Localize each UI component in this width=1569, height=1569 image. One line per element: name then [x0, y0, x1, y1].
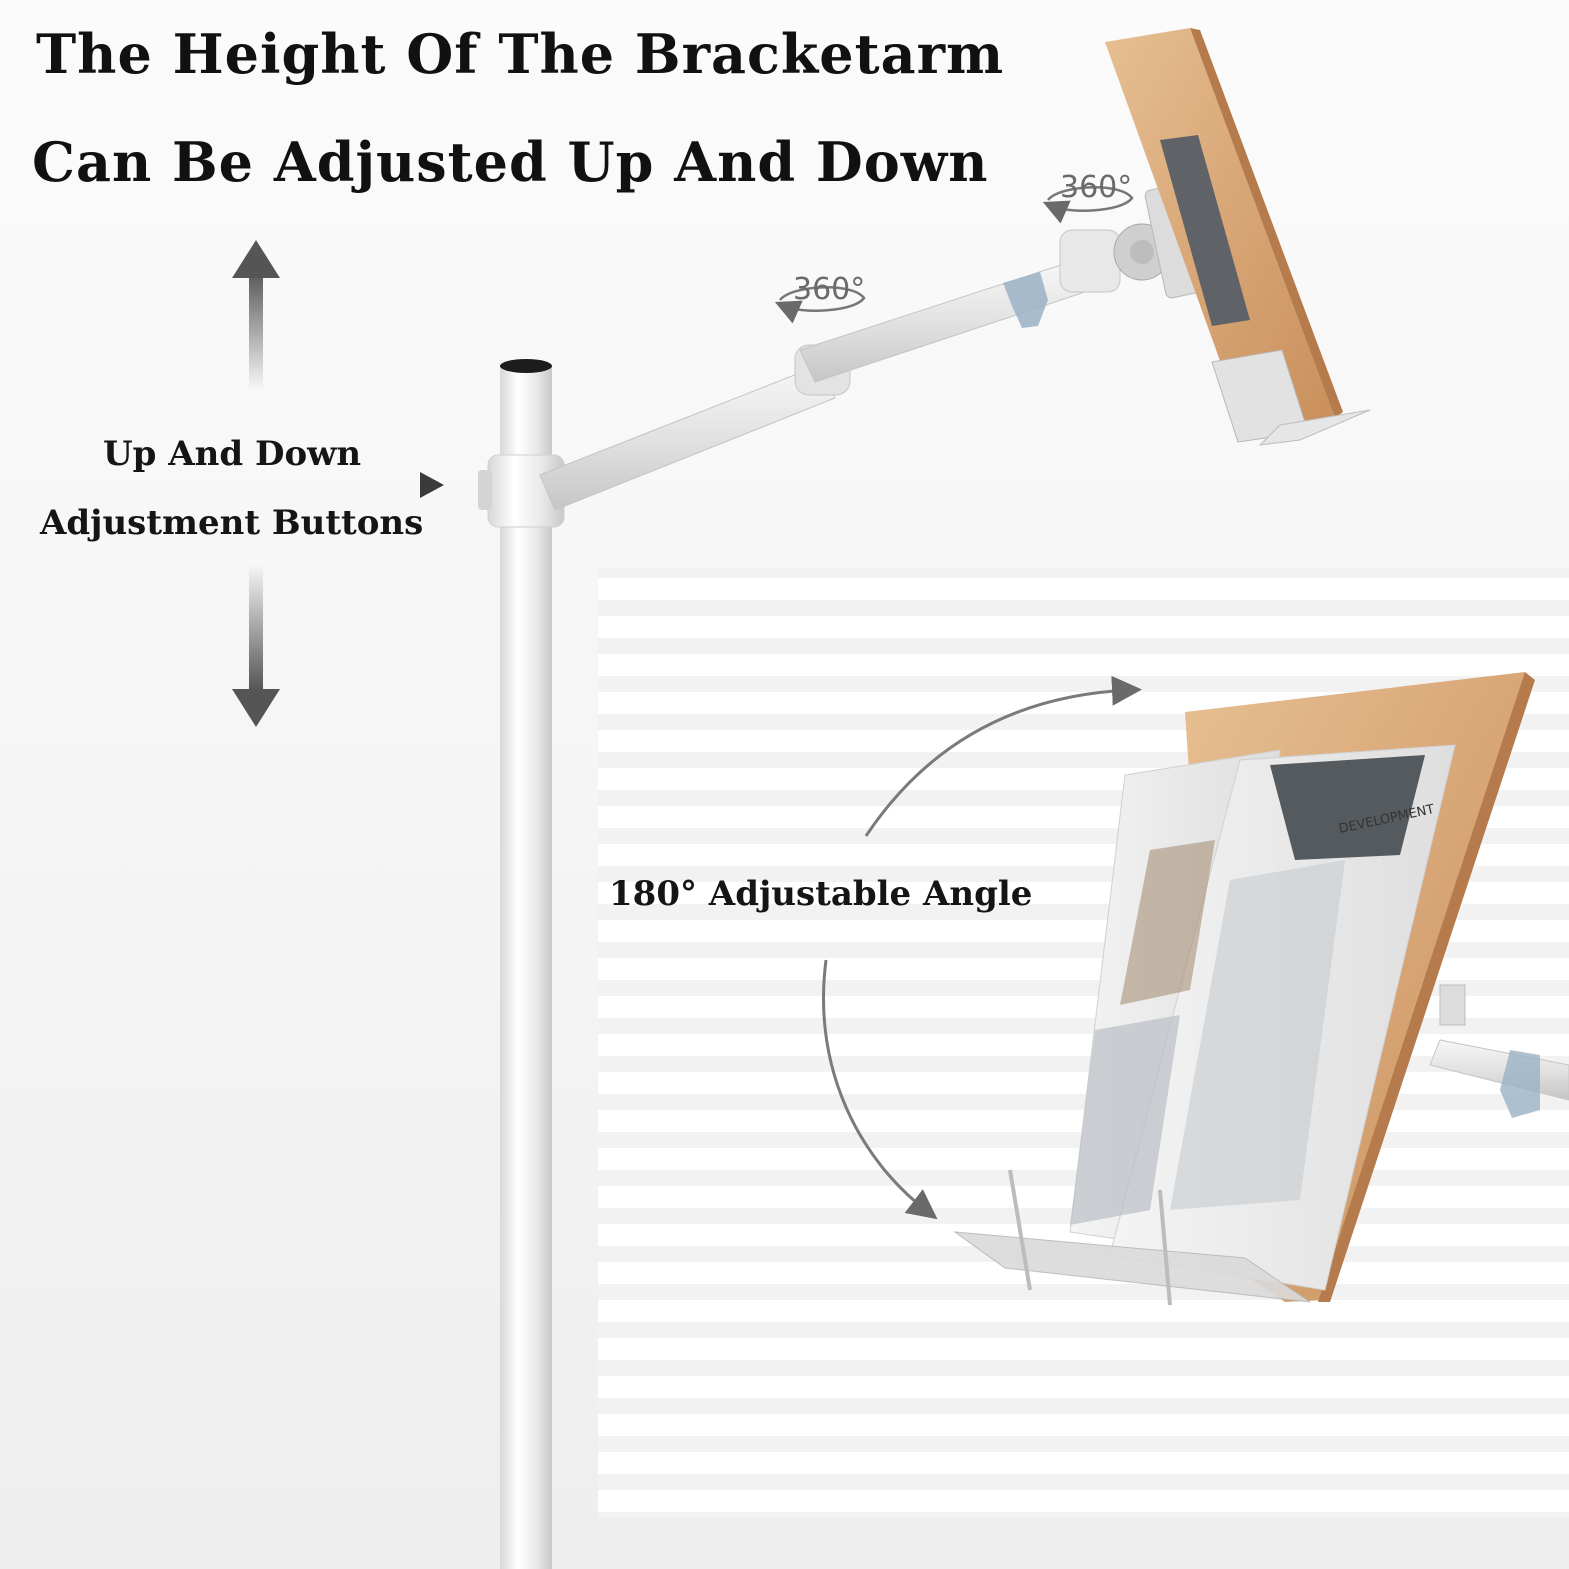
updown-caption-line-1: Up And Down — [103, 434, 362, 474]
angle-caption: 180° Adjustable Angle — [609, 874, 1033, 914]
headline-line-2: Can Be Adjusted Up And Down — [32, 130, 989, 194]
blind-slat — [598, 1490, 1569, 1512]
blind-slat — [598, 1072, 1569, 1094]
blind-slat — [598, 1300, 1569, 1322]
blind-slat — [598, 1414, 1569, 1436]
blind-slat — [598, 578, 1569, 600]
updown-caption-line-2: Adjustment Buttons — [40, 503, 424, 543]
bracket-arm — [539, 181, 1216, 511]
blind-slat — [598, 654, 1569, 676]
blind-slat — [598, 1034, 1569, 1056]
lower-book-stand — [953, 672, 1569, 1306]
pointer-triangle-icon — [420, 472, 444, 498]
rotation-arc-lower — [774, 286, 866, 324]
blind-slat — [598, 1376, 1569, 1398]
upper-wood-board — [1105, 28, 1371, 446]
rotation-label-upper: 360° — [1060, 170, 1133, 205]
stand-pole — [478, 359, 565, 1569]
rotation-arc-upper — [1042, 186, 1134, 224]
angle-arc-lower — [822, 959, 938, 1220]
rotation-label-lower: 360° — [793, 272, 866, 307]
blind-slat — [598, 1452, 1569, 1474]
blind-slat — [598, 1338, 1569, 1360]
down-arrow-icon — [232, 565, 280, 727]
up-arrow-icon — [232, 240, 280, 390]
blind-slat — [598, 616, 1569, 638]
headline-line-1: The Height Of The Bracketarm — [36, 22, 1005, 86]
angle-arc-upper — [864, 675, 1142, 837]
